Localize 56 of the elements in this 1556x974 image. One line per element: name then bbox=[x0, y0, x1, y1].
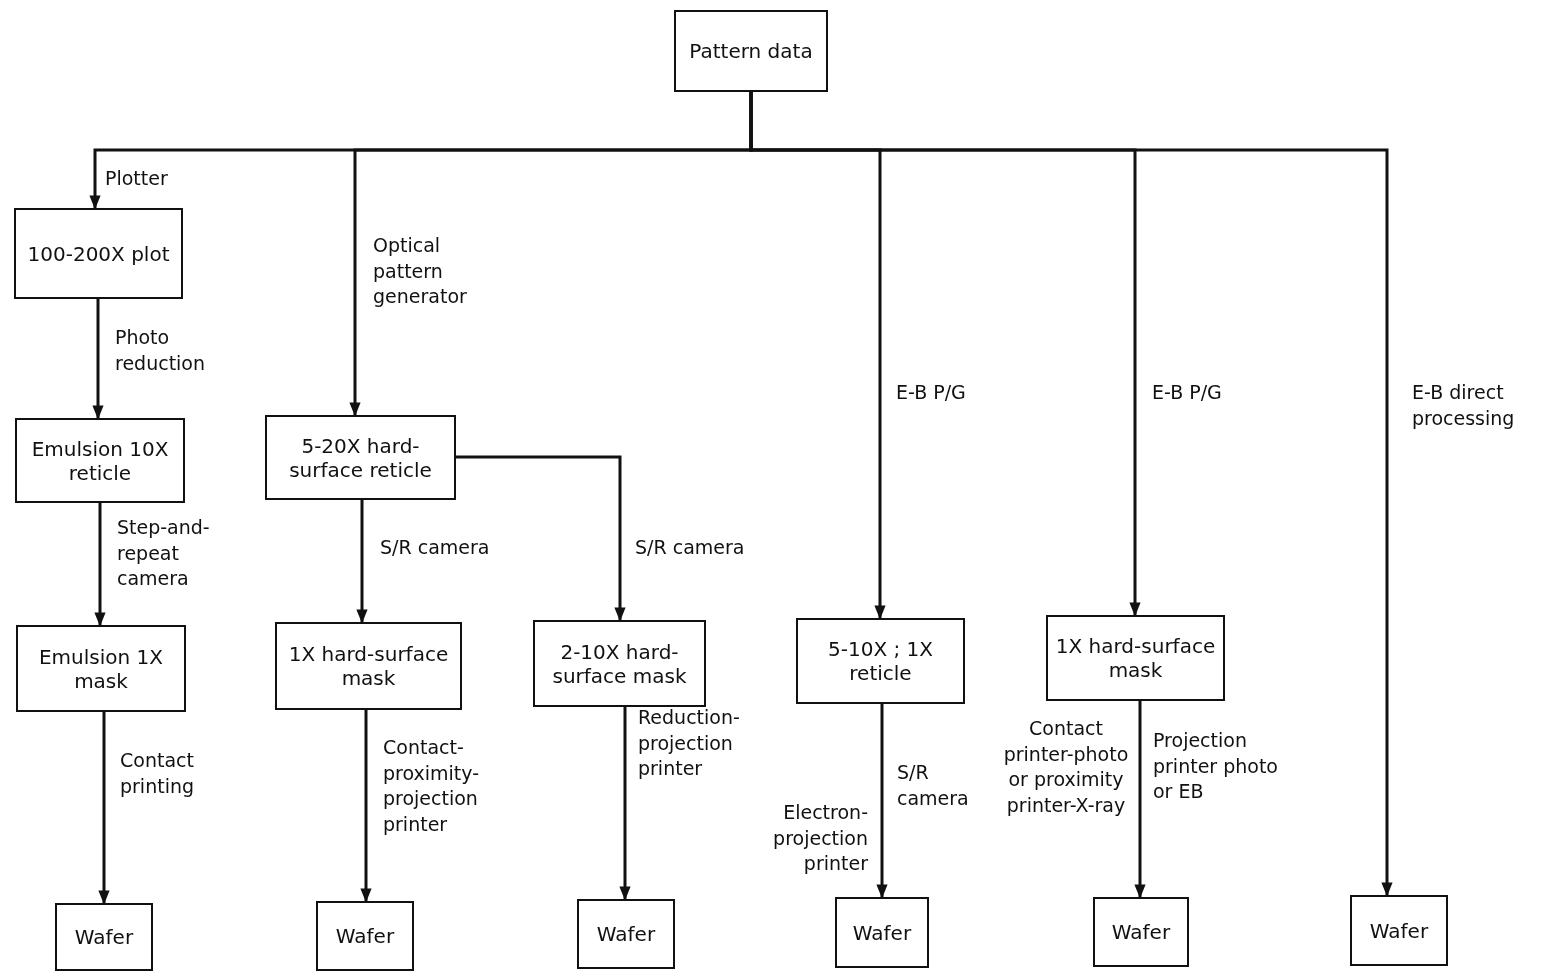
box-text: 100-200X plot bbox=[27, 241, 170, 266]
box-text: 1X hard-surface mask bbox=[287, 642, 450, 690]
arrow bbox=[360, 710, 372, 903]
process-box bbox=[1046, 615, 1225, 701]
box-text: 5-20X hard-surface reticle bbox=[288, 433, 433, 482]
box-text: 5-10X ; 1X reticle bbox=[827, 637, 934, 685]
arrow bbox=[98, 712, 110, 905]
arrow bbox=[876, 704, 888, 899]
edge-label: S/R camera bbox=[897, 760, 970, 811]
process-box bbox=[16, 625, 186, 712]
process-box bbox=[533, 620, 706, 707]
box-text: Wafer bbox=[1369, 918, 1429, 943]
edge-label: S/R camera bbox=[635, 535, 745, 560]
process-box bbox=[835, 897, 929, 968]
arrow bbox=[456, 455, 626, 622]
arrow bbox=[1134, 701, 1146, 899]
arrow bbox=[619, 707, 631, 901]
box-text: Wafer bbox=[74, 925, 134, 949]
edge-label: Optical pattern generator bbox=[373, 233, 468, 310]
edge-label: E-B P/G bbox=[896, 380, 966, 405]
process-box bbox=[316, 901, 414, 971]
edge-label: E-B P/G bbox=[1152, 380, 1222, 405]
box-text: Wafer bbox=[335, 924, 395, 948]
box-text: Pattern data bbox=[689, 39, 813, 63]
arrow bbox=[356, 500, 368, 624]
edge-label: Reduction-projection printer bbox=[638, 705, 741, 782]
edge-label: Contact-proximity-projection printer bbox=[383, 735, 481, 837]
arrow bbox=[749, 92, 1393, 897]
box-text: 1X hard-surface mask bbox=[1054, 634, 1217, 682]
box-text: Wafer bbox=[1111, 920, 1171, 944]
arrow bbox=[94, 503, 106, 627]
box-text: Wafer bbox=[852, 920, 912, 945]
edge-label: S/R camera bbox=[380, 535, 490, 560]
process-box bbox=[577, 899, 675, 969]
process-box bbox=[1350, 895, 1448, 966]
edge-label: Projection printer photo or EB bbox=[1153, 728, 1279, 805]
edge-label: Photo reduction bbox=[115, 325, 207, 376]
annotation-label: Contact printer-photo or proximity printer-X-ray bbox=[1002, 716, 1130, 818]
process-box bbox=[674, 10, 828, 92]
process-box bbox=[796, 618, 965, 704]
box-text: Emulsion 1X mask bbox=[38, 644, 164, 693]
process-box bbox=[55, 903, 153, 971]
box-text: Wafer bbox=[596, 922, 656, 946]
annotation-label: Electron-projection printer bbox=[772, 800, 868, 877]
edge-label: Plotter bbox=[105, 166, 169, 191]
process-box bbox=[14, 208, 183, 299]
box-text: 2-10X hard-surface mask bbox=[551, 639, 688, 688]
edge-label: Step-and-repeat camera bbox=[117, 515, 211, 592]
box-text: Emulsion 10X reticle bbox=[30, 436, 170, 485]
process-box bbox=[265, 415, 456, 500]
edge-label: E-B direct processing bbox=[1412, 380, 1516, 431]
edge-label: Contact printing bbox=[120, 748, 196, 799]
process-box bbox=[15, 418, 185, 503]
process-box bbox=[1093, 897, 1189, 967]
arrow bbox=[92, 299, 104, 420]
process-box bbox=[275, 622, 462, 710]
